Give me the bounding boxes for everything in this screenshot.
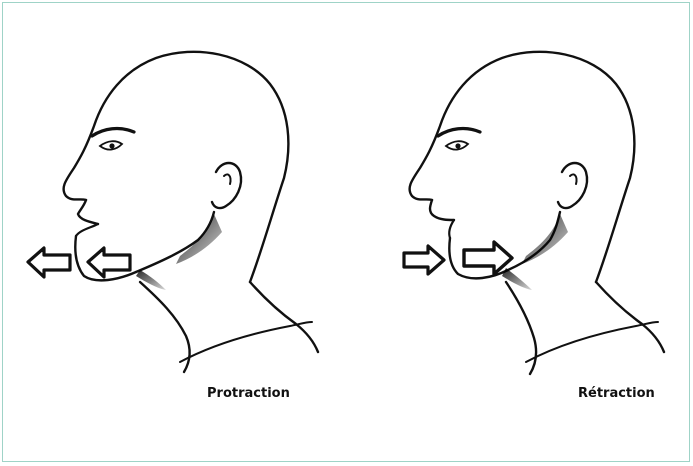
retraction-arrow-front	[404, 246, 444, 274]
protraction-arrow-front	[28, 248, 70, 277]
retraction-panel	[404, 52, 664, 374]
retraction-head-profile	[410, 52, 664, 374]
retraction-arrow-chin	[464, 242, 512, 274]
protraction-panel	[28, 52, 318, 372]
retraction-caption: Rétraction	[578, 386, 655, 401]
protraction-caption: Protraction	[207, 386, 290, 401]
protraction-head-profile	[64, 52, 318, 372]
protraction-arrow-chin	[88, 248, 130, 277]
